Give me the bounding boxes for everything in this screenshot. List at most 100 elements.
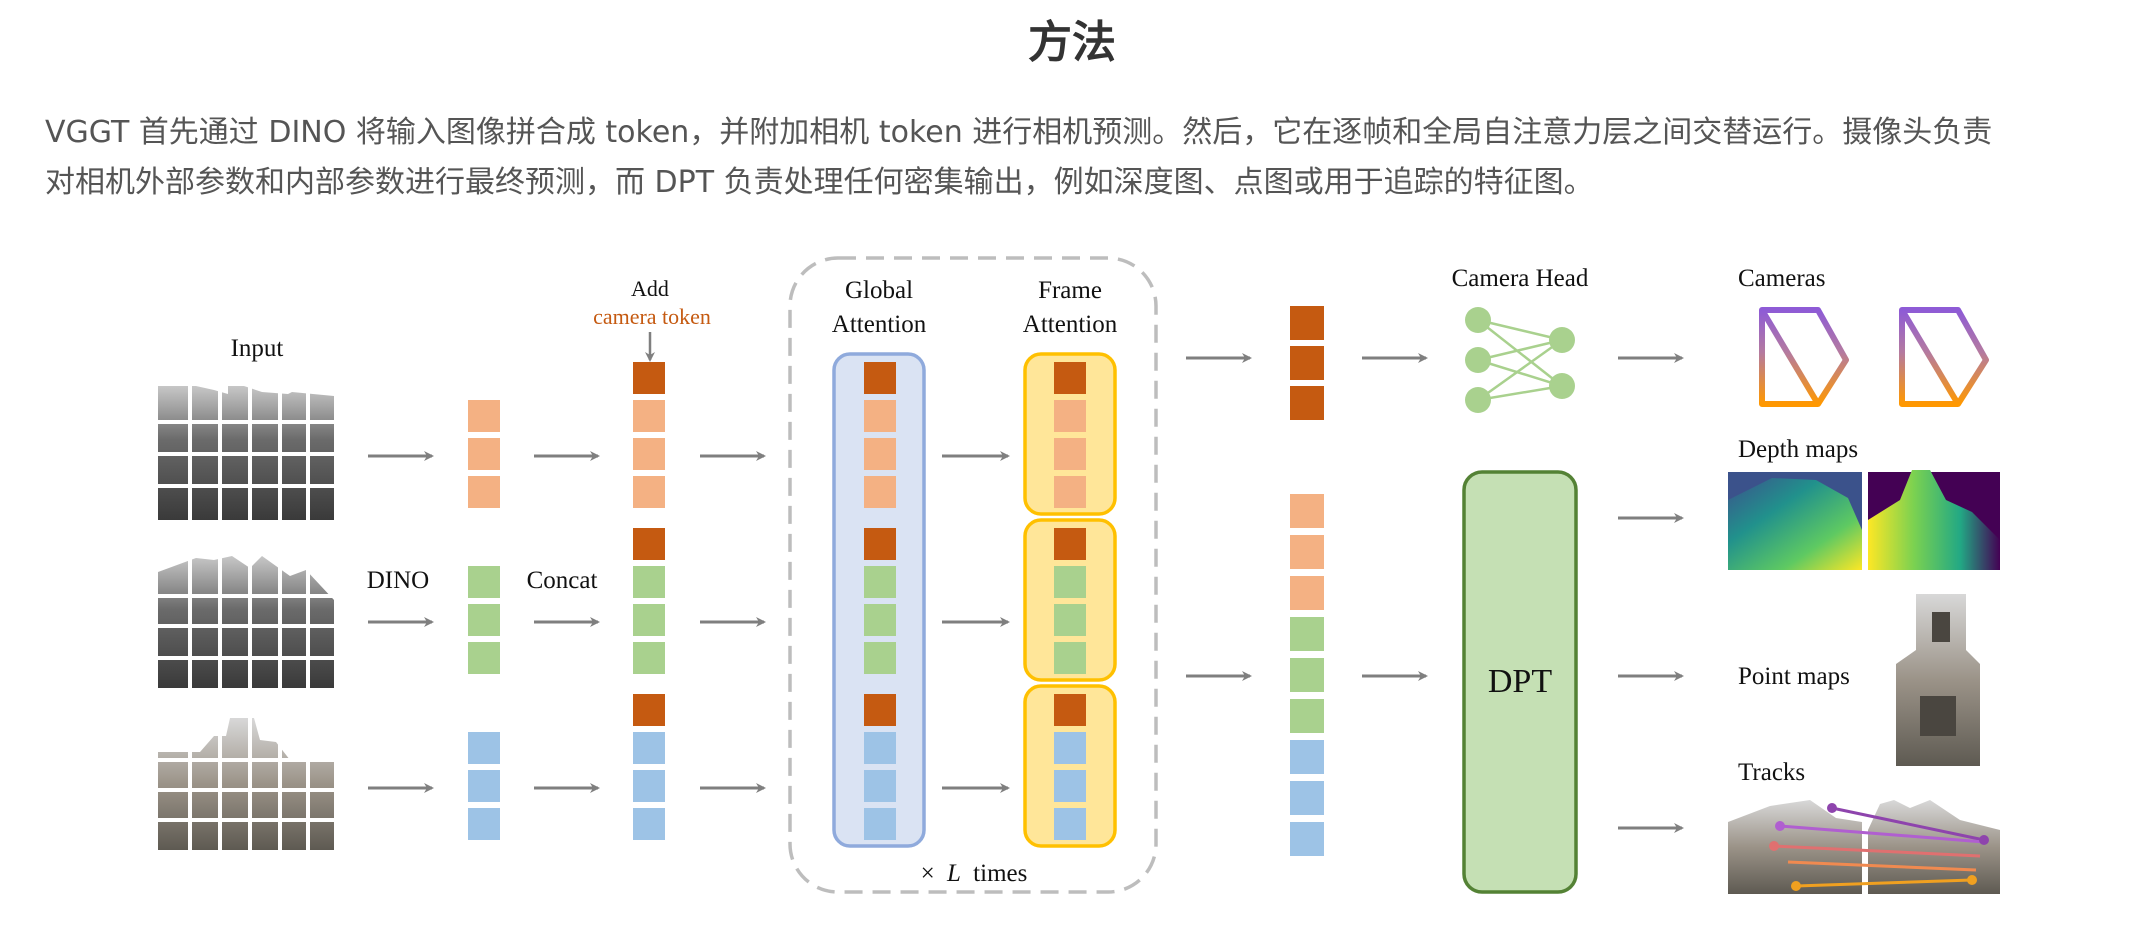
token	[468, 642, 500, 674]
token	[1290, 617, 1324, 651]
track-point	[1979, 835, 1989, 845]
camera-head-label: Camera Head	[1452, 265, 1589, 292]
repeat-block-dashed-box	[788, 256, 1158, 894]
dpt-block	[1462, 470, 1578, 894]
track-line	[1773, 844, 1981, 858]
camera-token	[864, 528, 896, 560]
global-attention-label-line2: Attention	[832, 311, 927, 338]
network-node	[1549, 327, 1575, 353]
times-symbol: ×	[921, 860, 935, 887]
token	[1054, 566, 1086, 598]
token	[468, 400, 500, 432]
camera-token	[1054, 694, 1086, 726]
token	[633, 642, 665, 674]
token	[468, 808, 500, 840]
intro-paragraph: VGGT 首先通过 DINO 将输入图像拼合成 token，并附加相机 toke…	[45, 108, 2125, 208]
token	[1054, 732, 1086, 764]
track-line	[1831, 806, 1985, 842]
camera-token	[1290, 306, 1324, 340]
point-maps-label: Point maps	[1738, 663, 1850, 690]
intro-line-2: 对相机外部参数和内部参数进行最终预测，而 DPT 负责处理任何密集输出，例如深度…	[45, 165, 1594, 200]
camera-token	[633, 362, 665, 394]
token	[633, 732, 665, 764]
frame-attention-label-line2: Attention	[1023, 311, 1118, 338]
token	[864, 732, 896, 764]
token	[1054, 808, 1086, 840]
camera-token	[1054, 528, 1086, 560]
global-attention-tokens	[864, 362, 896, 840]
token	[864, 770, 896, 802]
token	[468, 770, 500, 802]
page-title: 方法	[1028, 17, 1116, 68]
depth-map-image-1	[1728, 472, 1862, 570]
track-line	[1787, 860, 1977, 872]
output-camera-tokens	[1290, 306, 1324, 420]
token	[468, 604, 500, 636]
token	[633, 808, 665, 840]
dino-tokens-frame-3	[468, 732, 500, 840]
token	[633, 566, 665, 598]
output-patch-tokens	[1290, 494, 1324, 856]
depth-maps-label: Depth maps	[1738, 436, 1858, 463]
network-node	[1465, 307, 1491, 333]
token	[1290, 576, 1324, 610]
token	[633, 400, 665, 432]
input-image-2	[158, 556, 334, 688]
token	[1290, 535, 1324, 569]
token	[1054, 770, 1086, 802]
track-point	[1775, 821, 1785, 831]
token	[1290, 822, 1324, 856]
token	[633, 476, 665, 508]
track-point	[1791, 881, 1801, 891]
network-node	[1465, 387, 1491, 413]
token	[468, 476, 500, 508]
track-point	[1967, 875, 1977, 885]
times-variable: L	[946, 860, 961, 887]
point-map-image	[1896, 594, 1980, 766]
input-image-1	[158, 386, 334, 520]
camera-token	[1290, 386, 1324, 420]
token	[468, 438, 500, 470]
track-point	[1827, 803, 1837, 813]
network-node	[1549, 373, 1575, 399]
token	[633, 438, 665, 470]
dpt-label: DPT	[1488, 663, 1552, 700]
token	[468, 732, 500, 764]
camera-token	[1290, 346, 1324, 380]
token	[1290, 494, 1324, 528]
token	[1054, 438, 1086, 470]
token	[1290, 699, 1324, 733]
concat-label: Concat	[527, 567, 598, 594]
token	[1054, 604, 1086, 636]
times-word: times	[973, 860, 1027, 887]
track-point	[1769, 841, 1779, 851]
token	[1054, 642, 1086, 674]
concat-tokens-frame-3	[633, 694, 665, 840]
track-line	[1779, 824, 1985, 844]
frame-attention-box-2	[1023, 518, 1117, 682]
frame-attention-box-3	[1023, 684, 1117, 848]
camera-token-label: camera token	[593, 304, 711, 329]
concat-tokens-frame-1	[633, 362, 665, 508]
token	[1290, 781, 1324, 815]
token	[1290, 740, 1324, 774]
token	[864, 476, 896, 508]
frame-attention-label-line1: Frame	[1038, 277, 1102, 304]
repeat-times-label: × L times	[921, 860, 1028, 887]
global-attention-label-line1: Global	[845, 277, 913, 304]
dino-label: DINO	[367, 567, 430, 594]
tracks-label: Tracks	[1738, 759, 1805, 786]
frame-attention-tokens	[1054, 362, 1086, 840]
camera-frustum-icon-1	[1759, 307, 1849, 407]
global-attention-box	[832, 352, 926, 848]
dino-tokens-frame-1	[468, 400, 500, 508]
intro-line-1: VGGT 首先通过 DINO 将输入图像拼合成 token，并附加相机 toke…	[45, 115, 1993, 150]
concat-tokens-frame-2	[633, 528, 665, 674]
input-label: Input	[231, 335, 284, 362]
cameras-label: Cameras	[1738, 265, 1825, 292]
network-node	[1465, 347, 1491, 373]
input-image-3	[158, 718, 334, 850]
camera-token	[864, 694, 896, 726]
add-label: Add	[631, 276, 669, 301]
token	[1290, 658, 1324, 692]
